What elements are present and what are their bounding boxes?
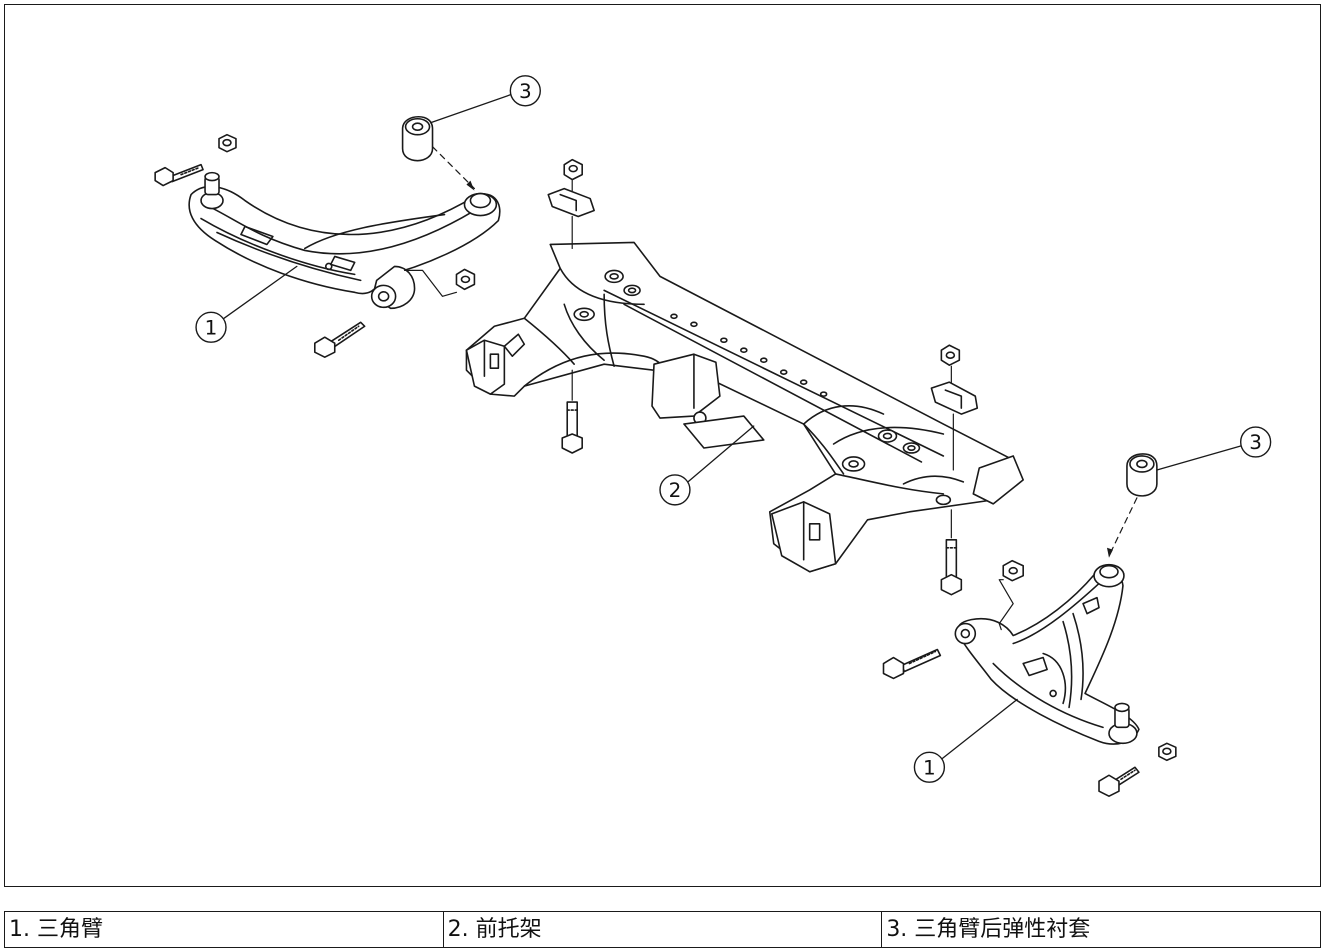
subframe-right-bracket-clip: [930, 381, 979, 415]
legend-item-2: 2. 前托架: [442, 911, 883, 948]
legend-item-3: 3. 三角臂后弹性衬套: [881, 911, 1321, 948]
right-bushing-dashed-guide: [1110, 497, 1138, 553]
callout-1-right: 1: [913, 698, 1018, 783]
right-front-pivot-nut: [1002, 559, 1024, 582]
subframe-left-lower-bolt: [561, 369, 583, 454]
subframe-right-upper-nut: [940, 344, 961, 389]
left-ball-joint-bolt: [154, 163, 204, 187]
right-front-pivot-bolt: [882, 648, 942, 680]
callout-2-label: 2: [669, 478, 682, 502]
left-rear-bushing: [401, 115, 434, 162]
callout-1-right-label: 1: [923, 755, 936, 779]
diagram-canvas: 3 1 2 3 1: [154, 75, 1272, 798]
right-ball-joint-bolt: [1098, 766, 1140, 798]
callout-1-left-label: 1: [205, 315, 218, 339]
parts-legend-table: 1. 三角臂 2. 前托架 3. 三角臂后弹性衬套: [4, 911, 1321, 948]
subframe-right-lower-bolt: [940, 509, 963, 596]
legend-row: 1. 三角臂 2. 前托架 3. 三角臂后弹性衬套: [4, 911, 1321, 948]
callout-3-right-label: 3: [1249, 430, 1262, 454]
exploded-view-diagram: 3 1 2 3 1: [4, 4, 1321, 887]
right-bushing-guide-arrow: [1106, 547, 1113, 558]
left-pivot-axis-line: [403, 269, 458, 297]
left-bushing-guide-arrow: [466, 180, 475, 191]
subframe-left-bracket-clip: [547, 187, 595, 218]
right-ball-joint-nut: [1158, 742, 1177, 762]
callout-3-left-label: 3: [519, 79, 532, 103]
left-control-arm: [188, 171, 501, 310]
callout-3-left: 3: [429, 75, 541, 124]
right-pivot-axis-line: [998, 579, 1014, 631]
legend-item-1: 1. 三角臂: [4, 911, 444, 948]
left-ball-joint-nut: [218, 133, 237, 153]
left-bushing-dashed-guide: [431, 146, 476, 190]
subframe-left-upper-nut: [563, 158, 583, 192]
right-control-arm: [954, 563, 1140, 745]
callout-3-right: 3: [1156, 426, 1272, 471]
callout-1-left: 1: [195, 265, 298, 343]
front-subframe: [465, 241, 1024, 573]
right-rear-bushing: [1126, 453, 1158, 497]
left-front-pivot-bolt: [313, 321, 366, 358]
left-front-pivot-nut: [455, 268, 476, 291]
callout-2: 2: [659, 425, 755, 506]
